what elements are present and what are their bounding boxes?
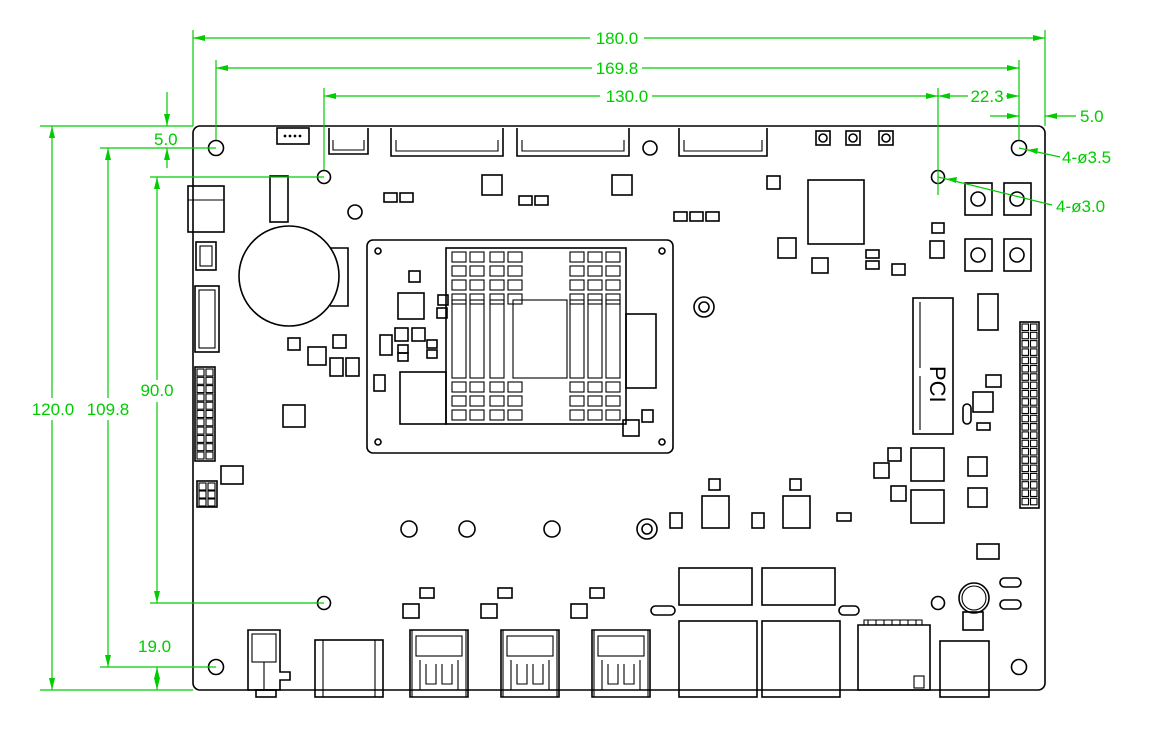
coin-cell-battery [238,225,340,327]
right-components: PCI [766,175,1040,631]
connector-small-top [328,128,369,155]
dim-mid-span-width: 130.0 [606,87,649,106]
standoff-1 [693,296,715,318]
header-4pin-top [276,127,310,145]
led-2 [845,130,861,146]
dim-right-offset: 22.3 [970,87,1003,106]
middle-components [400,478,860,616]
dim-mid-span-height: 90.0 [140,381,173,400]
battery-clip [269,175,289,223]
usb-port-1 [409,629,469,698]
switch-2 [1003,182,1032,216]
callout-small-holes: 4-ø3.0 [1056,197,1105,216]
led-3 [878,130,894,146]
power-connector [939,640,990,698]
battery-holder [330,247,349,307]
header-6pin [194,285,220,353]
hole-top-center [642,140,658,156]
top-connectors [276,127,894,157]
dim-edge-offset-right: 5.0 [1080,107,1104,126]
pci-slot [912,297,954,435]
pcb-board: PCI [187,125,1046,698]
dim-hole-span-width: 169.8 [596,59,639,78]
pin-header-small [196,480,218,508]
dim-overall-width: 180.0 [596,29,639,48]
dim-hole-span-height: 109.8 [87,400,130,419]
mount-hole-top-right [1010,139,1028,157]
pci-label: PCI [925,366,950,403]
dc-jack [187,185,225,233]
sd-card-slot [857,619,931,691]
board-outline [192,125,1046,691]
mount-hole-inner-bottom-right [930,595,946,611]
soc-module [366,239,715,454]
header-2pin [195,241,217,271]
connector-display-3 [678,128,768,157]
switch-1 [964,182,993,216]
switch-3 [964,238,993,272]
buzzer [958,582,990,614]
dim-edge-offset-top: 5.0 [154,130,178,149]
audio-jack [247,629,291,698]
mount-hole-bottom-right [1010,658,1028,676]
usb-port-3 [591,629,651,698]
dim-bottom-offset: 19.0 [138,637,171,656]
left-components [187,174,720,508]
pin-header-left [194,366,216,462]
rj45-port-2 [761,620,841,698]
hole-left-upper [347,204,363,220]
switch-4 [1003,238,1032,272]
heatsink [445,247,627,425]
connector-display-1 [390,128,504,157]
hdmi-port [314,639,384,698]
rj45-port-1 [678,620,758,698]
tactile-switches [964,182,1032,272]
usb-port-2 [500,629,560,698]
bottom-io [247,587,990,698]
chip-bridge [807,179,865,245]
cpu-module [366,239,674,454]
pin-header-right [1019,321,1040,509]
connector-display-2 [516,128,630,157]
dimension-lines: 180.0 169.8 130.0 22.3 5.0 5.0 120.0 [28,29,1111,691]
led-1 [815,130,831,146]
dim-overall-height: 120.0 [32,400,75,419]
callout-large-holes: 4-ø3.5 [1062,148,1111,167]
